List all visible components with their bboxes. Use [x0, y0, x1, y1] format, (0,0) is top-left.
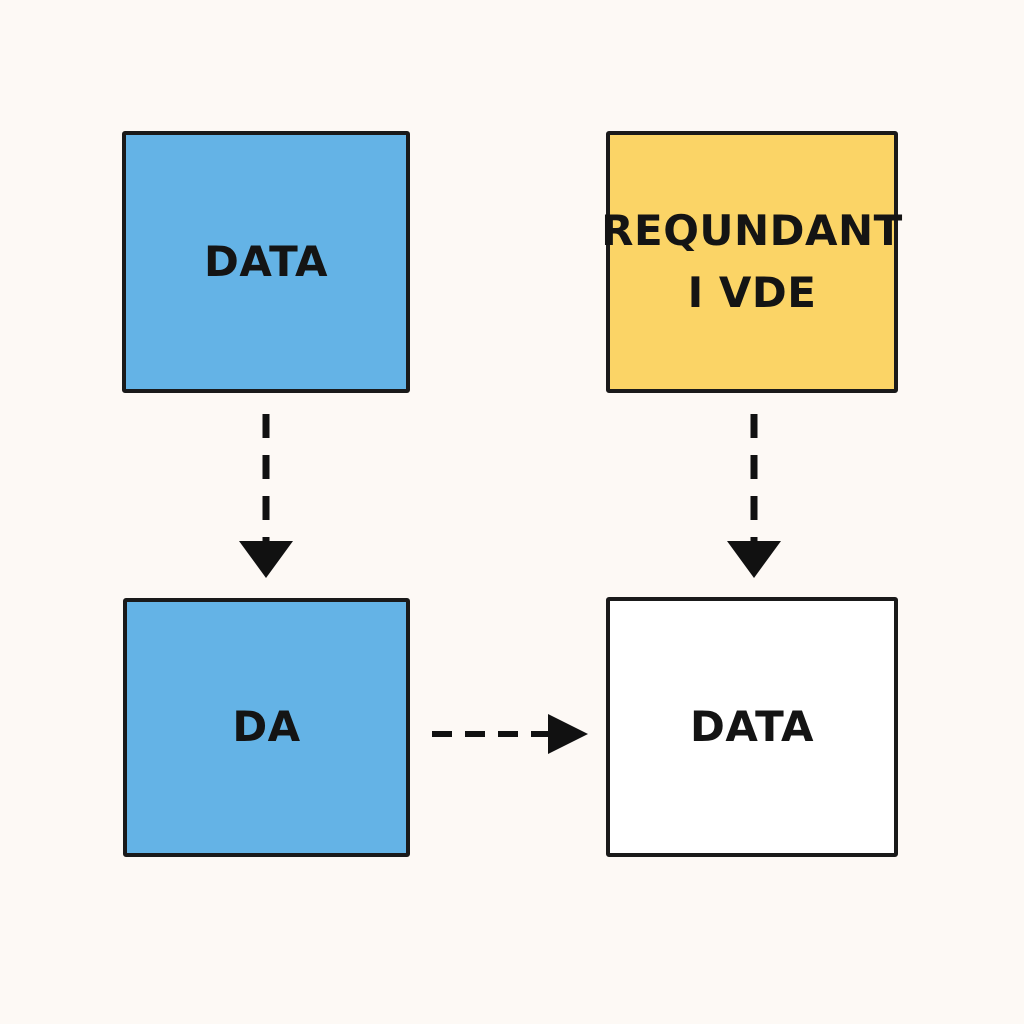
box-label-line-1: REQUNDANT — [601, 205, 903, 255]
arrow-top-left-to-bottom-left — [239, 414, 293, 578]
arrow-head — [548, 714, 588, 754]
arrow-bottom-left-to-bottom-right — [432, 714, 588, 754]
box-label: DATA — [203, 236, 328, 286]
redundant-box-top-right: REQUNDANT I VDE — [601, 131, 902, 393]
box-label: DA — [232, 702, 301, 752]
data-box-bottom-right: DATA — [606, 597, 898, 857]
box-label: DATA — [689, 701, 814, 751]
data-box-bottom-left: DA — [123, 598, 410, 857]
arrow-head — [239, 541, 293, 578]
data-box-top-left: DATA — [122, 131, 410, 393]
arrow-head — [727, 541, 781, 578]
arrow-top-right-to-bottom-right — [727, 414, 781, 578]
box-label-line-2: I VDE — [687, 268, 817, 317]
